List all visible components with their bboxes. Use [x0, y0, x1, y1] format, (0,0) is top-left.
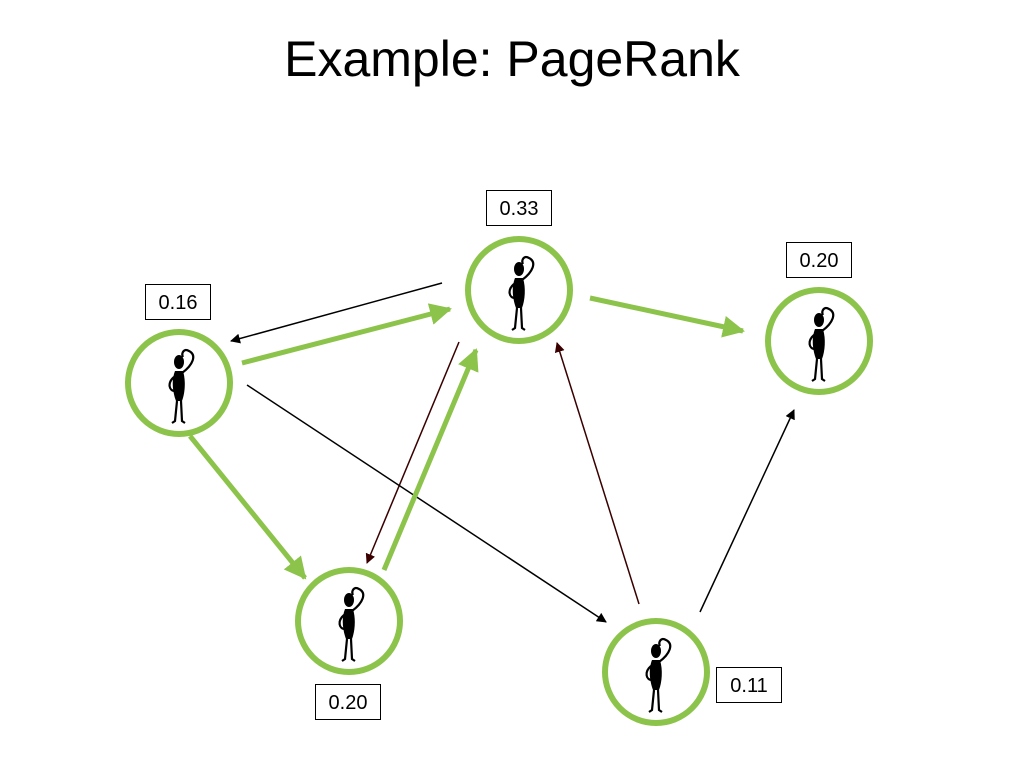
edge-b-to-c	[589, 295, 745, 338]
edge-a-to-e	[246, 384, 607, 623]
node-a	[125, 329, 233, 437]
edge-b-to-a	[230, 282, 443, 344]
edge-a-to-d	[188, 434, 307, 580]
edge-e-to-b	[554, 342, 640, 605]
page-title: Example: PageRank	[284, 31, 740, 87]
edge-b-to-d	[365, 341, 460, 564]
score-node-a: 0.16	[145, 284, 211, 320]
edge-e-to-c	[699, 409, 795, 613]
score-node-d: 0.20	[315, 684, 381, 720]
node-b	[465, 236, 573, 344]
edge-d-to-b	[381, 348, 479, 571]
score-node-b: 0.33	[486, 190, 552, 226]
edge-a-to-b	[241, 303, 452, 366]
score-node-e: 0.11	[716, 667, 782, 703]
score-node-c: 0.20	[786, 242, 852, 278]
node-e	[602, 618, 710, 726]
node-c	[765, 287, 873, 395]
node-d	[295, 567, 403, 675]
